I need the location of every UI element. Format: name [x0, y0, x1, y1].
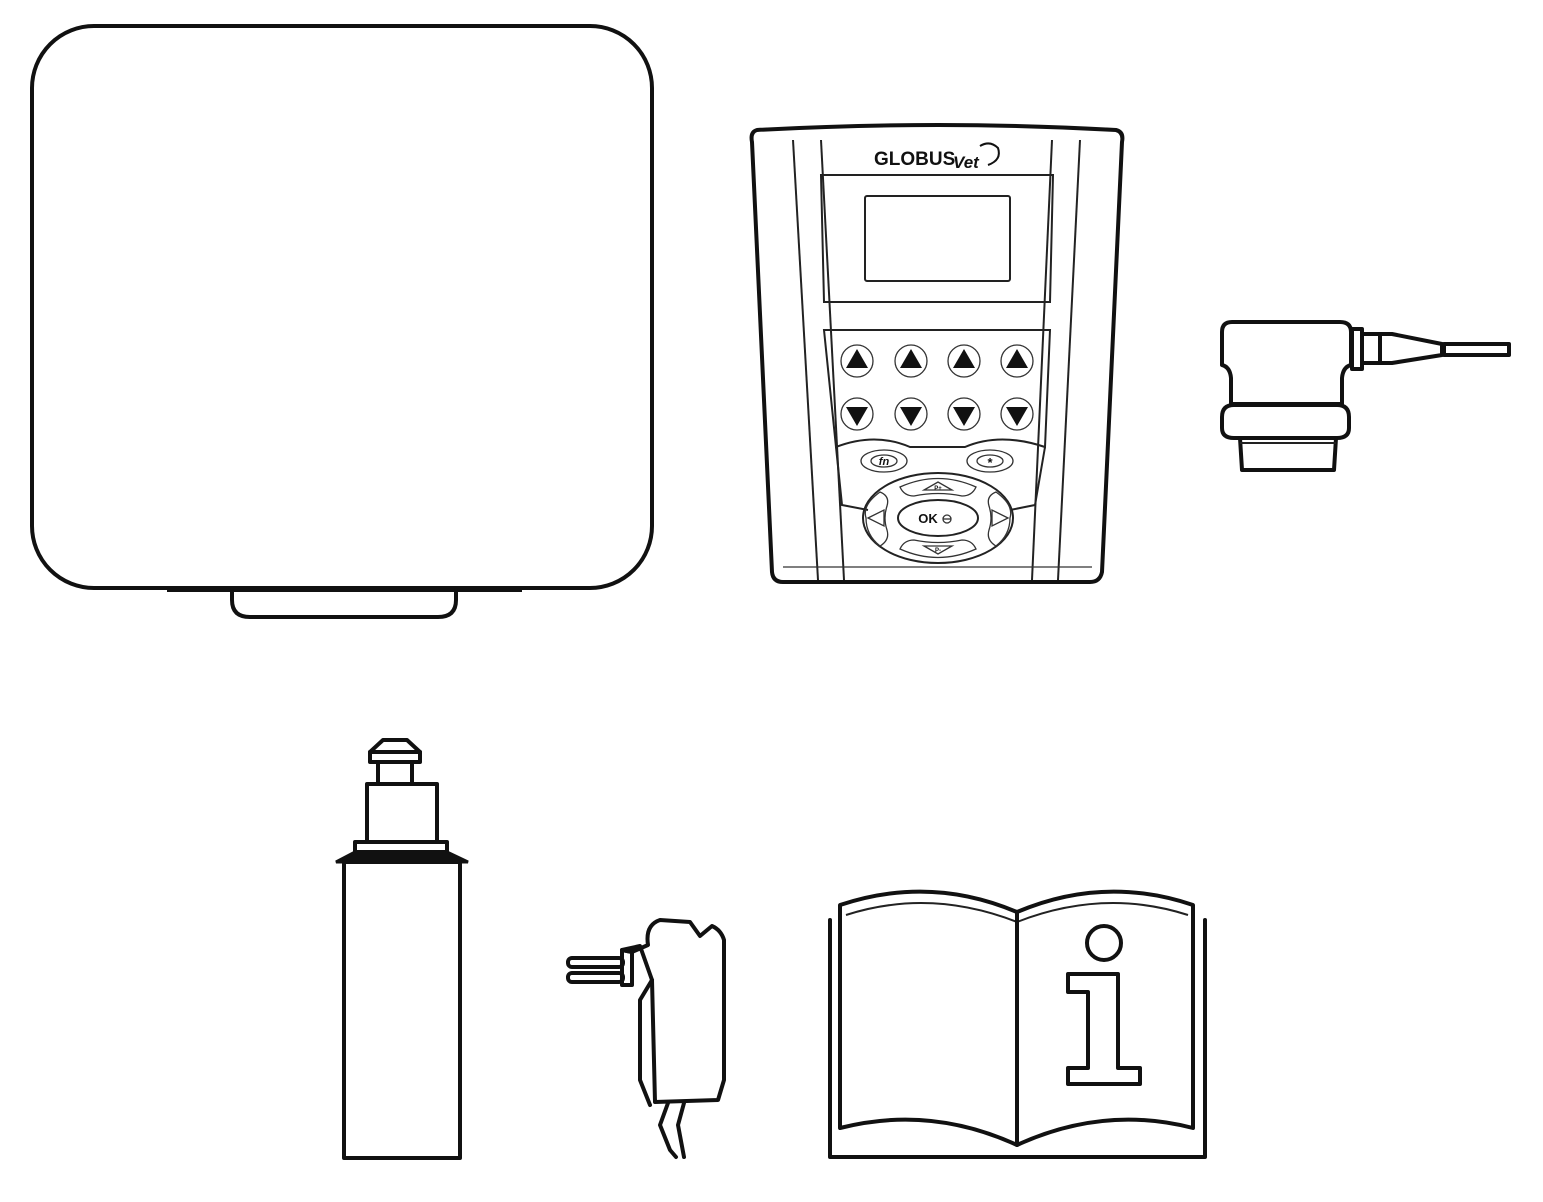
p-minus-button[interactable]: P- — [899, 539, 977, 559]
ok-label: OK — [918, 511, 938, 526]
down-button-2[interactable] — [894, 397, 928, 431]
up-button-2[interactable] — [894, 344, 928, 378]
fn-label: fn — [879, 456, 890, 468]
stimulator-device: fn * P+ P- — [749, 123, 1125, 584]
info-icon: i — [0, 0, 1142, 1086]
info-symbol: i — [0, 0, 1, 1]
down-button-4[interactable] — [1000, 397, 1034, 431]
channel-buttons — [840, 344, 1034, 431]
svg-text:GLOBUS: GLOBUS — [874, 149, 955, 170]
p-minus-label: P- — [935, 548, 941, 554]
power-charger — [566, 918, 726, 1159]
down-button-1[interactable] — [840, 397, 874, 431]
right-button[interactable] — [987, 491, 1012, 547]
navigation-pad: P+ P- OK — [862, 472, 1014, 564]
up-button-4[interactable] — [1000, 344, 1034, 378]
p-plus-button[interactable]: P+ — [899, 477, 977, 497]
star-label: * — [987, 455, 993, 470]
p-plus-label: P+ — [934, 486, 942, 492]
svg-text:Vet: Vet — [953, 153, 980, 172]
ultrasound-probe — [1220, 320, 1511, 472]
up-button-1[interactable] — [840, 344, 874, 378]
globusvet-logo: GLOBUS Vet — [874, 142, 1000, 172]
up-button-3[interactable] — [947, 344, 981, 378]
carrying-case — [30, 24, 654, 619]
star-button[interactable]: * — [966, 449, 1014, 473]
fn-button[interactable]: fn — [860, 449, 908, 473]
left-button[interactable] — [864, 491, 889, 547]
ok-button[interactable]: OK — [897, 499, 979, 537]
down-button-3[interactable] — [947, 397, 981, 431]
gel-bottle — [335, 738, 469, 1160]
instruction-manual: i — [0, 0, 1207, 1159]
